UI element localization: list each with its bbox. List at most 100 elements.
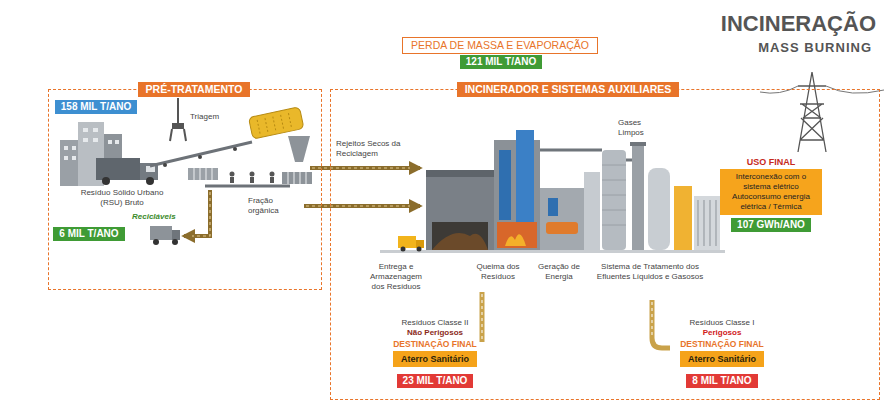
illustration-part <box>83 128 88 132</box>
illustration-part <box>760 72 884 152</box>
illustration-part <box>540 188 584 250</box>
label: Resíduos Classe II <box>393 318 477 328</box>
node-text: Aterro Sanitário <box>680 351 764 367</box>
illustration-part <box>516 130 534 225</box>
label: Queima dos Resíduos <box>470 262 526 282</box>
label: Não Perigosos <box>393 328 477 338</box>
illustration-part <box>798 72 826 152</box>
illustration-part <box>540 149 602 152</box>
illustration-part <box>380 250 725 253</box>
illustration-part <box>694 196 720 250</box>
illustration-part <box>198 155 202 159</box>
illustration-part <box>163 163 167 167</box>
node-text: 107 GWh/ANO <box>737 219 805 231</box>
illustration-part <box>146 177 154 185</box>
landfill-box: DESTINAÇÃO FINALAterro Sanitário <box>393 339 477 367</box>
illustration-part <box>184 190 210 236</box>
label: Triagem <box>190 112 219 122</box>
illustration-part <box>108 140 112 144</box>
illustration-part <box>72 156 76 160</box>
illustration-part <box>482 292 670 348</box>
illustration-part <box>584 172 600 250</box>
illustration-part <box>380 130 725 253</box>
illustration-part <box>270 172 275 177</box>
quantity-box: 6 MIL T/ANO <box>53 227 124 241</box>
illustration-part <box>602 150 626 250</box>
illustration-part <box>184 168 420 236</box>
label: Perigosos <box>680 328 764 338</box>
label: Rejeitos Secos da Reciclagem <box>336 139 428 159</box>
illustration-part <box>480 292 485 342</box>
quantity-box: 107 GWh/ANO <box>731 218 811 232</box>
node-text: Aterro Sanitário <box>393 351 477 367</box>
illustration-part <box>417 247 422 252</box>
node-text: 121 MIL T/ANO <box>466 56 536 68</box>
node-text: DESTINAÇÃO FINAL <box>680 339 764 350</box>
node-text: INCINERADOR E SISTEMAS AUXILIARES <box>457 82 680 97</box>
illustration-part <box>150 98 312 245</box>
loss-box: PERDA DE MASSA E EVAPORAÇÃO <box>402 37 598 54</box>
illustration-part <box>250 172 255 177</box>
illustration-part <box>153 239 159 245</box>
illustration-part <box>602 165 626 225</box>
illustration-part <box>230 177 234 183</box>
illustration-part <box>652 302 653 338</box>
illustration-part <box>150 142 252 166</box>
illustration-part <box>248 107 303 139</box>
illustration-part <box>250 177 254 183</box>
illustration-part <box>630 142 646 146</box>
illustration-part <box>432 222 488 250</box>
quantity-box: 158 MIL T/ANO <box>55 100 137 114</box>
illustration-part <box>312 167 410 168</box>
diagram-title: INCINERAÇÃO <box>721 10 876 38</box>
illustration-part <box>288 172 306 184</box>
illustration-part <box>626 159 632 162</box>
illustration-part <box>170 129 186 141</box>
illustration-part <box>432 233 488 250</box>
illustration-part <box>115 140 119 144</box>
illustration-part <box>648 168 670 250</box>
illustration-part <box>482 294 483 340</box>
label: Recicláveis <box>132 212 176 222</box>
illustration-part <box>398 236 416 248</box>
illustration-part <box>177 98 179 124</box>
illustration-part <box>150 226 172 240</box>
illustration-part <box>192 192 210 236</box>
illustration-part <box>72 146 76 150</box>
illustration-part <box>698 200 716 246</box>
label: Entrega e Armazenagem dos Resíduos <box>364 262 428 292</box>
landfill-box: DESTINAÇÃO FINALAterro Sanitário <box>680 339 764 367</box>
illustration-part <box>102 177 110 185</box>
illustration-part <box>104 134 122 160</box>
illustration-part <box>64 146 68 150</box>
illustration-part <box>499 150 511 220</box>
illustration-part <box>60 140 80 186</box>
illustration-part <box>233 147 237 151</box>
node-text: 6 MIL T/ANO <box>59 228 118 240</box>
label: Resíduos Classe I <box>680 318 764 328</box>
illustration-part <box>93 128 98 132</box>
illustration-part <box>257 113 291 133</box>
label: Resíduo Sólido Urbano (RSU) Bruto <box>78 188 166 208</box>
illustration-part <box>282 172 312 184</box>
illustration-part <box>60 122 158 186</box>
illustration-part <box>96 158 140 180</box>
quantity-box: 23 MIL T/ANO <box>397 374 474 388</box>
illustration-part <box>230 172 235 177</box>
illustration-part <box>93 138 98 142</box>
illustration-part <box>205 185 290 188</box>
illustration-part <box>172 239 178 245</box>
illustration-part <box>188 168 218 180</box>
label: Sistema de Tratamento dos Efluentes Líqu… <box>596 262 704 282</box>
illustration-part <box>674 186 692 250</box>
illustration-part <box>270 177 274 183</box>
quantity-box: 8 MIL T/ANO <box>686 374 757 388</box>
node-text: DESTINAÇÃO FINAL <box>393 339 477 350</box>
label: Gases Limpos <box>618 118 664 138</box>
illustration-part <box>497 222 537 248</box>
illustration-part <box>194 168 212 180</box>
end-use-box: USO FINALInterconexão com o sistema elét… <box>720 156 822 215</box>
illustration-part <box>64 156 68 160</box>
label: MASS BURNING <box>758 40 872 56</box>
label: Fração orgânica <box>248 196 298 216</box>
